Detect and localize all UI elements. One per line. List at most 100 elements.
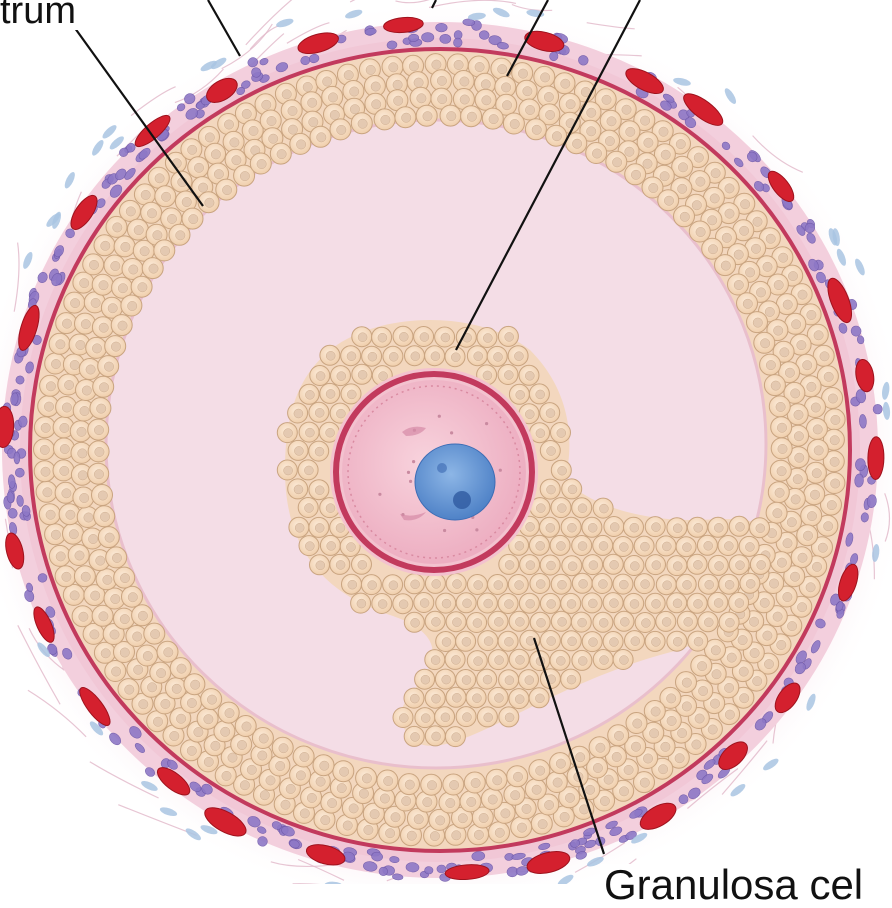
granulosa-cell-nucleus <box>664 196 673 205</box>
cumulus-cell-nucleus <box>411 732 420 741</box>
granulosa-cell-nucleus <box>692 201 701 210</box>
granulosa-cell-nucleus <box>779 253 788 262</box>
granulosa-cell-nucleus <box>722 233 731 242</box>
cumulus-cell-nucleus <box>652 561 661 570</box>
cytoplasm-granule <box>475 528 478 531</box>
granulosa-cell-nucleus <box>631 170 640 179</box>
cumulus-cell-nucleus <box>431 656 440 665</box>
granulosa-cell-nucleus <box>675 754 684 763</box>
granulosa-cell-nucleus <box>187 698 196 707</box>
cumulus-cell-nucleus <box>378 600 387 609</box>
granulosa-cell-nucleus <box>349 804 358 813</box>
granulosa-cell-nucleus <box>593 763 602 772</box>
granulosa-cell-nucleus <box>276 761 285 770</box>
cumulus-cell-nucleus <box>630 562 639 571</box>
granulosa-cell-nucleus <box>708 216 717 225</box>
granulosa-cell-nucleus <box>205 133 214 142</box>
granulosa-cell-nucleus <box>56 340 65 349</box>
granulosa-cell-nucleus <box>240 781 249 790</box>
granulosa-cell-nucleus <box>95 447 104 456</box>
granulosa-cell-nucleus <box>99 383 108 392</box>
cumulus-cell-nucleus <box>567 675 576 684</box>
cumulus-cell-nucleus <box>630 523 639 532</box>
cumulus-cell-nucleus <box>452 733 461 742</box>
cumulus-cell-nucleus <box>526 636 535 645</box>
granulosa-cell-nucleus <box>242 109 251 118</box>
cumulus-cell-nucleus <box>514 352 523 361</box>
cumulus-cell-nucleus <box>495 656 504 665</box>
granulosa-cell-nucleus <box>489 114 498 123</box>
granulosa-cell-nucleus <box>791 320 800 329</box>
granulosa-cell-nucleus <box>794 410 803 419</box>
granulosa-cell-nucleus <box>70 298 79 307</box>
granulosa-cell-nucleus <box>678 184 687 193</box>
granulosa-cell-nucleus <box>803 531 812 540</box>
granulosa-cell-nucleus <box>739 667 748 676</box>
cumulus-cell-nucleus <box>652 523 661 532</box>
cumulus-cell-nucleus <box>326 351 335 360</box>
cumulus-cell-nucleus <box>358 370 367 379</box>
cumulus-cell-nucleus <box>357 599 366 608</box>
granulosa-cell-nucleus <box>75 551 84 560</box>
granulosa-cell-nucleus <box>389 63 398 72</box>
granulosa-cell-nucleus <box>438 94 447 103</box>
granulosa-cell-nucleus <box>474 830 483 839</box>
granulosa-cell-nucleus <box>328 93 337 102</box>
cumulus-cell-nucleus <box>483 675 492 684</box>
granulosa-cell-nucleus <box>307 793 316 802</box>
granulosa-cell-nucleus <box>721 261 730 270</box>
cumulus-cell-nucleus <box>453 580 462 589</box>
granulosa-cell-nucleus <box>612 752 621 761</box>
granulosa-cell-nucleus <box>697 661 706 670</box>
granulosa-cell-nucleus <box>247 765 256 774</box>
granulosa-cell-nucleus <box>409 62 418 71</box>
granulosa-cell-nucleus <box>446 798 455 807</box>
cumulus-cell-nucleus <box>504 600 513 609</box>
granulosa-cell-nucleus <box>783 539 792 548</box>
granulosa-cell-nucleus <box>80 406 89 415</box>
granulosa-cell-nucleus <box>791 495 800 504</box>
granulosa-cell-nucleus <box>827 500 836 509</box>
cumulus-cell-nucleus <box>619 580 628 589</box>
cumulus-cell-nucleus <box>410 694 419 703</box>
granulosa-cell-nucleus <box>364 825 373 834</box>
granulosa-cell-nucleus <box>522 804 531 813</box>
cumulus-cell-nucleus <box>474 657 483 666</box>
granulosa-cell-nucleus <box>317 133 326 142</box>
granulosa-cell-nucleus <box>60 444 69 453</box>
theca-cell <box>437 865 446 873</box>
cumulus-cell-nucleus <box>736 561 745 570</box>
granulosa-cell-nucleus <box>101 649 110 658</box>
granulosa-cell-nucleus <box>739 226 748 235</box>
theca-cell <box>855 458 865 471</box>
granulosa-cell-nucleus <box>269 134 278 143</box>
granulosa-cell-nucleus <box>237 740 246 749</box>
cumulus-cell-nucleus <box>746 579 755 588</box>
granulosa-cell-nucleus <box>260 791 269 800</box>
cumulus-cell-nucleus <box>483 371 492 380</box>
cumulus-cell-nucleus <box>348 580 357 589</box>
granulosa-cell-nucleus <box>449 780 458 789</box>
granulosa-cell-nucleus <box>769 579 778 588</box>
cumulus-cell-nucleus <box>578 504 587 513</box>
cumulus-cell-nucleus <box>693 560 702 569</box>
granulosa-cell-nucleus <box>225 708 234 717</box>
cumulus-cell-nucleus <box>473 619 482 628</box>
cytoplasm-granule <box>407 471 410 474</box>
granulosa-cell-nucleus <box>112 553 121 562</box>
granulosa-cell-nucleus <box>240 171 249 180</box>
granulosa-cell-nucleus <box>725 710 734 719</box>
granulosa-cell-nucleus <box>708 245 717 254</box>
cumulus-cell-nucleus <box>714 598 723 607</box>
granulosa-cell-nucleus <box>738 635 747 644</box>
label-antrum-partial: trum <box>0 0 82 30</box>
granulosa-cell-nucleus <box>118 284 127 293</box>
granulosa-cell-nucleus <box>517 823 526 832</box>
cumulus-cell-nucleus <box>526 599 535 608</box>
cumulus-cell-nucleus <box>441 333 450 342</box>
granulosa-cell-nucleus <box>585 785 594 794</box>
granulosa-cell-nucleus <box>525 105 534 114</box>
granulosa-cell-nucleus <box>427 781 436 790</box>
cumulus-cell-nucleus <box>326 504 335 513</box>
granulosa-cell-nucleus <box>775 488 784 497</box>
